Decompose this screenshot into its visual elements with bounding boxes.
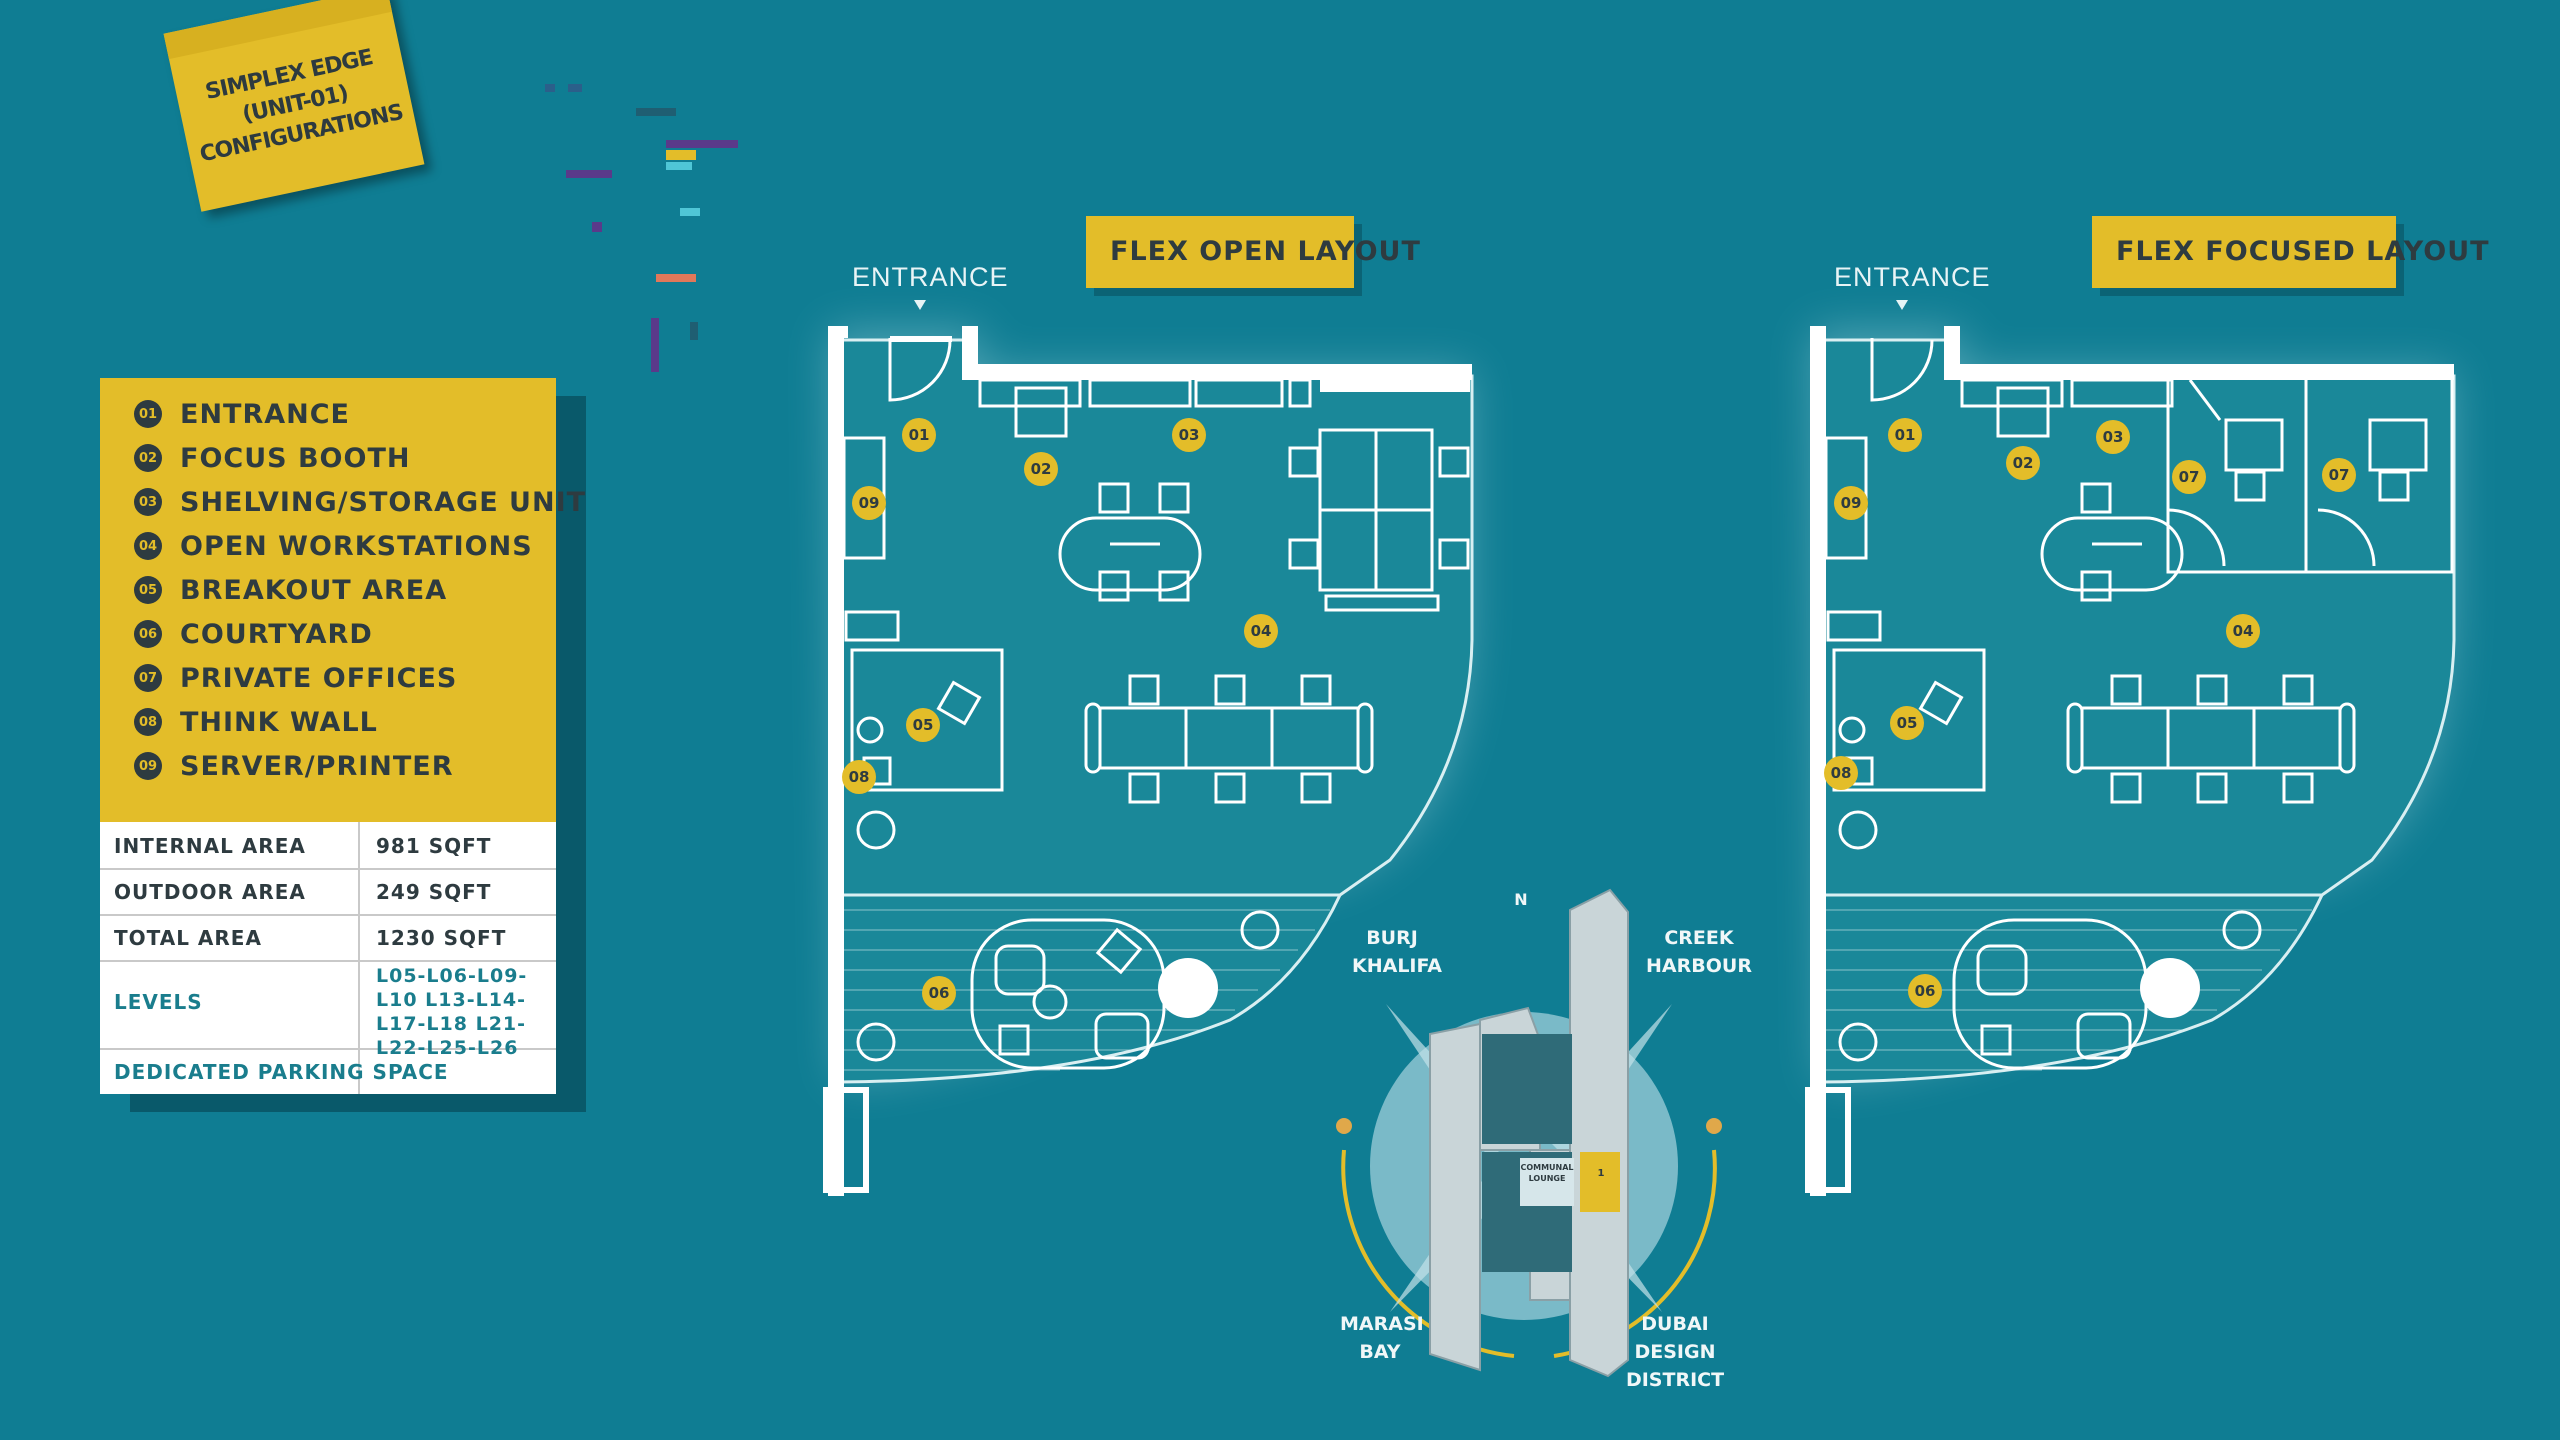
legend-item: 09 SERVER/PRINTER (134, 748, 454, 784)
table-divider (358, 822, 360, 1094)
plan-badge: 01 (902, 418, 936, 452)
legend-label: COURTYARD (180, 618, 373, 650)
plan-badge: 09 (852, 486, 886, 520)
table-row: INTERNAL AREA 981 SQFT (100, 822, 556, 870)
legend-label: THINK WALL (180, 706, 378, 738)
plan-title-banner: FLEX OPEN LAYOUT (1086, 216, 1420, 288)
entrance-label: ENTRANCE (852, 262, 1009, 292)
table-cell-value: L05-L06-L09-L10 L13-L14-L17-L18 L21-L22-… (376, 965, 528, 1059)
plan-badge: 04 (1244, 614, 1278, 648)
plan-badge: 08 (842, 760, 876, 794)
table-row: OUTDOOR AREA 249 SQFT (100, 868, 556, 916)
table-cell-label: TOTAL AREA (114, 926, 262, 950)
table-row: TOTAL AREA 1230 SQFT (100, 914, 556, 962)
legend-number: 08 (134, 708, 162, 736)
plan-badge: 03 (2096, 420, 2130, 454)
plan-badge: 06 (1908, 974, 1942, 1008)
legend-number: 01 (134, 400, 162, 428)
arrow-down-icon (1896, 300, 1908, 310)
legend-label: SERVER/PRINTER (180, 750, 454, 782)
plan-badge: 03 (1172, 418, 1206, 452)
sun-icon (1706, 1118, 1722, 1134)
dubai-design-district-label: DUBAI DESIGN DISTRICT (1625, 1313, 1725, 1391)
table-cell-label: OUTDOOR AREA (114, 880, 306, 904)
plan-badge: 07 (2322, 458, 2356, 492)
legend-label: FOCUS BOOTH (180, 442, 411, 474)
table-cell-label: DEDICATED PARKING SPACE (114, 1060, 449, 1084)
floor-plan-open (823, 326, 1474, 1196)
burj-khalifa-label: BURJ KHALIFA (1352, 927, 1443, 977)
legend-number: 03 (134, 488, 162, 516)
entrance-label: ENTRANCE (1834, 262, 1991, 292)
plan-badge: 02 (1024, 452, 1058, 486)
legend-label: BREAKOUT AREA (180, 574, 448, 606)
legend-number: 06 (134, 620, 162, 648)
legend-card: 01 ENTRANCE 02 FOCUS BOOTH 03 SHELVING/STOR… (100, 378, 585, 822)
legend-item: 04 OPEN WORKSTATIONS (134, 528, 533, 564)
plan-badge: 06 (922, 976, 956, 1010)
plan-badge: 08 (1824, 756, 1858, 790)
table-cell-value: 1230 SQFT (376, 926, 507, 950)
floor-plan-focused (1805, 326, 2456, 1196)
legend-item: 02 FOCUS BOOTH (134, 440, 410, 476)
arrow-down-icon (914, 300, 926, 310)
legend-number: 09 (134, 752, 162, 780)
area-table: INTERNAL AREA 981 SQFT OUTDOOR AREA 249 … (100, 822, 556, 1094)
table-cell-value: 981 SQFT (376, 834, 492, 858)
plan-badge: 07 (2172, 460, 2206, 494)
plan-badge: 05 (906, 708, 940, 742)
legend-item: 03 SHELVING/STORAGE UNIT (134, 484, 586, 520)
legend-number: 02 (134, 444, 162, 472)
table-cell-value: 249 SQFT (376, 880, 492, 904)
legend-item: 07 PRIVATE OFFICES (134, 660, 457, 696)
legend-item: 05 BREAKOUT AREA (134, 572, 447, 608)
table-row: LEVELS L05-L06-L09-L10 L13-L14-L17-L18 L… (100, 960, 556, 1059)
unit-label: 1 (1597, 1168, 1605, 1179)
table-cell-label: LEVELS (114, 990, 203, 1014)
north-label: N (1514, 890, 1528, 909)
table-row: DEDICATED PARKING SPACE (100, 1048, 556, 1094)
creek-harbour-label: CREEK HARBOUR (1646, 927, 1752, 977)
sun-icon (1336, 1118, 1352, 1134)
plan-badge: 09 (1834, 486, 1868, 520)
legend-item: 01 ENTRANCE (134, 396, 350, 432)
legend-label: OPEN WORKSTATIONS (180, 530, 533, 562)
plan-title-banner: FLEX FOCUSED LAYOUT (2092, 216, 2489, 288)
marasi-bay-label: MARASI BAY (1340, 1313, 1424, 1363)
plan-badge: 04 (2226, 614, 2260, 648)
legend-label: SHELVING/STORAGE UNIT (180, 486, 587, 518)
legend-label: ENTRANCE (180, 398, 350, 430)
legend-item: 06 COURTYARD (134, 616, 373, 652)
communal-lounge-label: COMMUNAL LOUNGE (1520, 1163, 1574, 1183)
plan-badge: 02 (2006, 446, 2040, 480)
legend-number: 04 (134, 532, 162, 560)
legend-number: 05 (134, 576, 162, 604)
legend-label: PRIVATE OFFICES (180, 662, 458, 694)
plan-badge: 05 (1890, 706, 1924, 740)
location-map (1341, 888, 1717, 1378)
legend-number: 07 (134, 664, 162, 692)
plan-title: FLEX OPEN LAYOUT (1110, 236, 1421, 267)
plan-badge: 01 (1888, 418, 1922, 452)
table-cell-label: INTERNAL AREA (114, 834, 306, 858)
plan-title: FLEX FOCUSED LAYOUT (2116, 236, 2490, 267)
legend-item: 08 THINK WALL (134, 704, 378, 740)
